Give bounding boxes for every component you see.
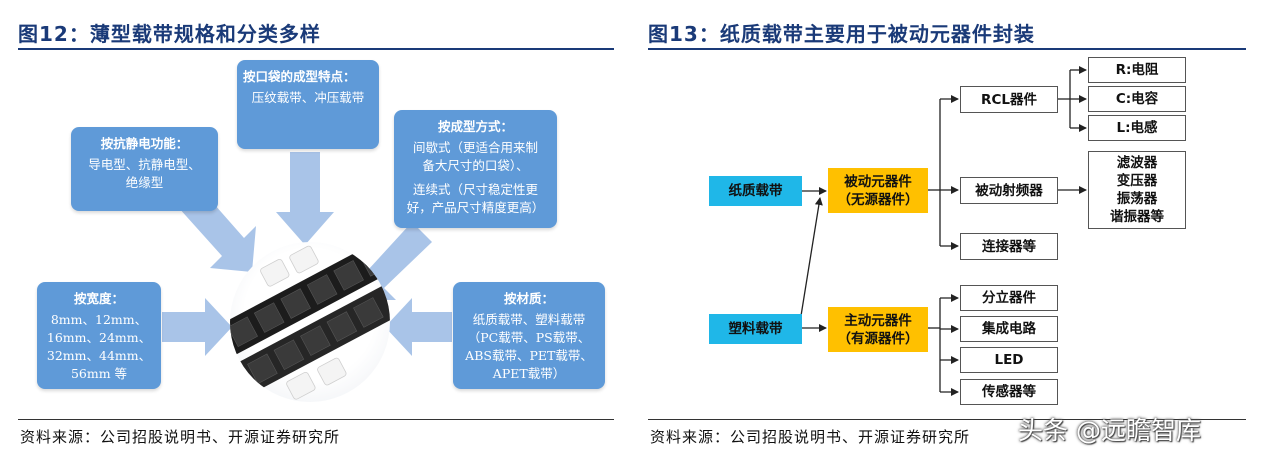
- node-resistor: R:电阻: [1088, 57, 1186, 83]
- node-passive-rf: 被动射频器: [960, 177, 1058, 204]
- node-plastic-tape: 塑料载带: [709, 314, 802, 344]
- box-material: 按材质： 纸质载带、塑料载带 （PC载带、PS载带、 ABS载带、PET载带、 …: [453, 282, 605, 389]
- box-forming-line: 好，产品尺寸精度更高）: [406, 200, 545, 215]
- box-width-heading: 按宽度：: [73, 291, 124, 306]
- node-capacitor: C:电容: [1088, 86, 1186, 112]
- arrow-from-pocket: [276, 152, 334, 245]
- node-passive-line2: （无源器件）: [837, 191, 919, 208]
- rf-item-filter: 滤波器: [1116, 155, 1158, 171]
- box-material-line: 纸质载带、塑料载带: [472, 312, 586, 327]
- box-width-line: 8mm、12mm、: [50, 312, 148, 327]
- node-discrete: 分立器件: [960, 285, 1058, 311]
- box-antistatic-line: 绝缘型: [125, 175, 164, 190]
- arrow-from-material: [385, 298, 452, 356]
- fig13-title-rule: [648, 48, 1246, 50]
- fig13-source-rule: [648, 419, 1246, 420]
- node-rcl: RCL器件: [960, 86, 1058, 113]
- rf-item-resonator: 谐振器等: [1110, 209, 1164, 225]
- node-active-line2: （有源器件）: [837, 330, 919, 347]
- carrier-tape-photo: [230, 242, 390, 402]
- box-forming-line: 间歇式（更适合用来制: [412, 140, 538, 155]
- fig12-title: 图12：薄型载带规格和分类多样: [18, 22, 321, 46]
- box-pocket-heading: 按口袋的成型特点：: [243, 69, 356, 84]
- fig13-title: 图13：纸质载带主要用于被动元器件封装: [648, 22, 1035, 46]
- box-forming-line: 备大尺寸的口袋）、: [422, 158, 529, 173]
- box-material-line: （PC载带、PS载带、: [467, 330, 591, 345]
- box-forming-line: 连续式（尺寸稳定性更: [412, 182, 538, 197]
- node-inductor: L:电感: [1088, 115, 1186, 141]
- node-ic: 集成电路: [960, 316, 1058, 342]
- node-active-components: 主动元器件 （有源器件）: [828, 307, 928, 352]
- arrow-from-width: [162, 298, 232, 356]
- node-passive-line1: 被动元器件: [844, 173, 912, 190]
- node-active-line1: 主动元器件: [844, 312, 912, 329]
- node-led: LED: [960, 347, 1058, 373]
- box-pocket-line: 压纹载带、冲压载带: [251, 90, 365, 105]
- link-plastic-passive: [799, 197, 823, 323]
- node-rf-list: 滤波器 变压器 振荡器 谐振器等: [1088, 151, 1186, 229]
- box-forming-heading: 按成型方式：: [437, 119, 513, 134]
- node-paper-tape: 纸质载带: [709, 176, 802, 206]
- fig12-source-rule: [18, 419, 614, 420]
- box-width-line: 16mm、24mm、: [46, 330, 152, 345]
- carrier-tape-illustration: [230, 242, 390, 400]
- fig12-title-rule: [18, 48, 614, 50]
- box-antistatic-heading: 按抗静电功能：: [100, 136, 189, 151]
- box-width-line: 56mm 等: [70, 366, 128, 381]
- rf-item-transformer: 变压器: [1116, 173, 1158, 189]
- watermark: 头条 @远瞻智库: [1018, 416, 1201, 445]
- rf-item-oscillator: 振荡器: [1116, 191, 1158, 207]
- box-material-heading: 按材质：: [503, 291, 554, 306]
- box-antistatic: 按抗静电功能： 导电型、抗静电型、 绝缘型: [71, 127, 218, 211]
- box-material-line: ABS载带、PET载带、: [465, 348, 593, 363]
- box-forming-method: 按成型方式： 间歇式（更适合用来制 备大尺寸的口袋）、 连续式（尺寸稳定性更 好…: [394, 110, 557, 228]
- fig13-source: 资料来源：公司招股说明书、开源证券研究所: [650, 428, 971, 446]
- node-connector: 连接器等: [960, 233, 1058, 260]
- fig12-source: 资料来源：公司招股说明书、开源证券研究所: [20, 428, 341, 446]
- box-width: 按宽度： 8mm、12mm、 16mm、24mm、 32mm、44mm、 56m…: [37, 282, 161, 389]
- box-width-line: 32mm、44mm、: [46, 348, 152, 363]
- box-material-line: APET载带）: [492, 366, 566, 381]
- node-sensor: 传感器等: [960, 379, 1058, 405]
- node-passive-components: 被动元器件 （无源器件）: [828, 168, 928, 213]
- box-pocket-forming: 按口袋的成型特点： 压纹载带、冲压载带: [237, 60, 379, 149]
- box-antistatic-line: 导电型、抗静电型、: [88, 157, 201, 172]
